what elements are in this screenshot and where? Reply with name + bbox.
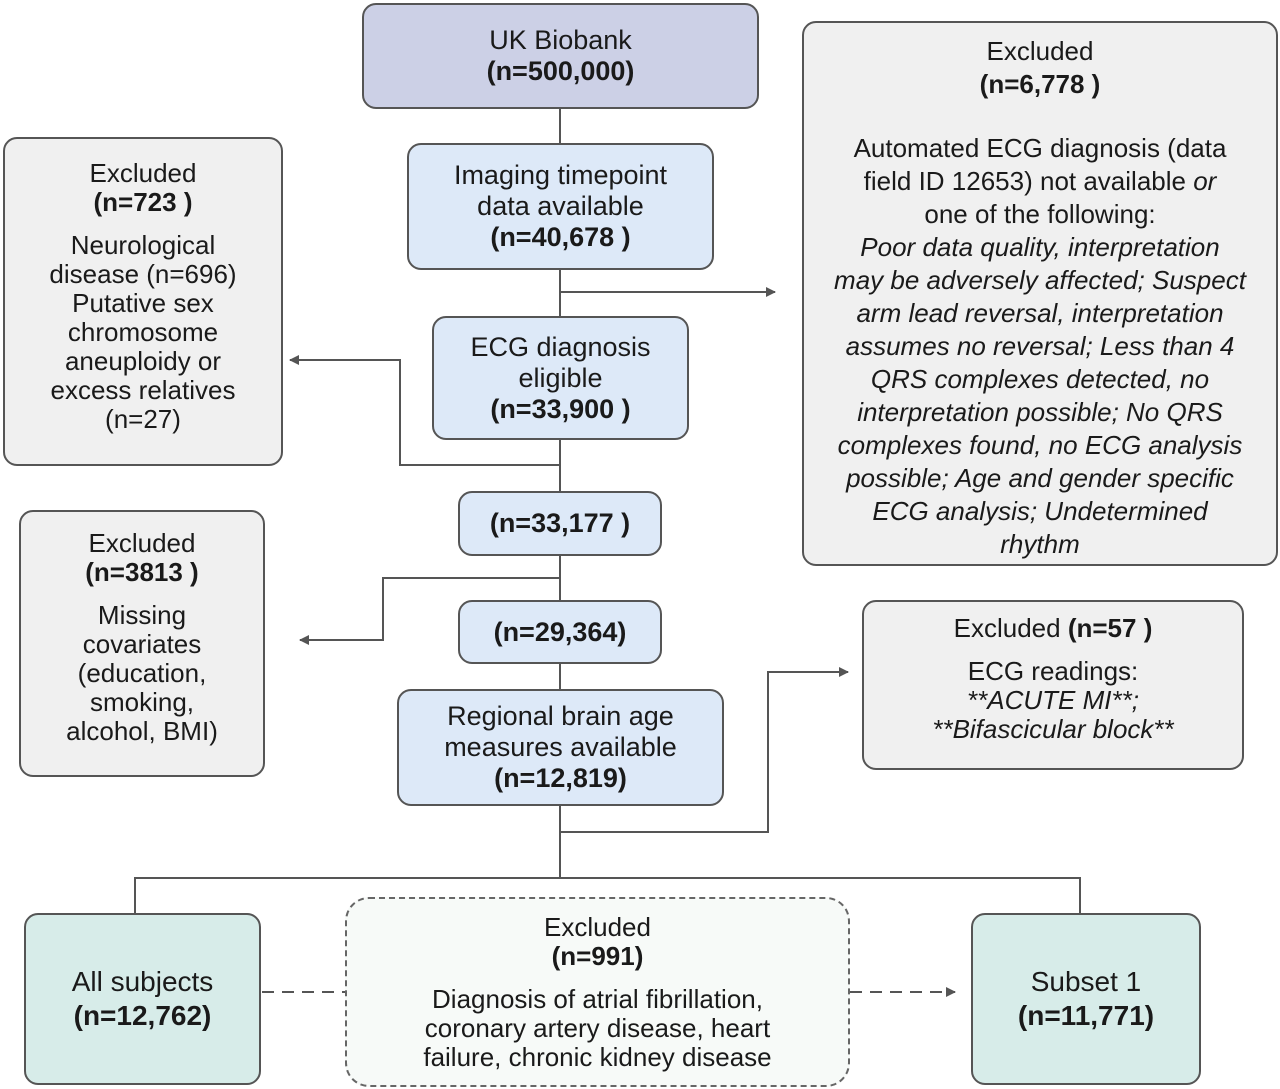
split-line (134, 877, 1081, 915)
excluded-covariates-line-5: alcohol, BMI) (66, 716, 218, 746)
excluded-ecg-reason-10: rhythm (1000, 529, 1080, 559)
excluded-cvd-count: (n=991) (551, 940, 644, 971)
imaging-timepoint-box: Imaging timepoint data available (n=40,6… (407, 143, 714, 270)
subset1-count: (n=11,771) (1017, 1000, 1155, 1031)
excluded-neuro-line-4: chromosome (67, 317, 219, 347)
excluded-covariates-count: (n=3813 ) (85, 557, 199, 587)
excluded-mi-count: (n=57 ) (1067, 613, 1153, 643)
count-29364: (n=29,364) (493, 616, 627, 647)
excluded-mi-header: Excluded (n=57 ) (954, 614, 1153, 643)
excluded-covariates-line-1: Missing (97, 600, 187, 630)
subset1-box: Subset 1 (n=11,771) (971, 913, 1201, 1085)
excluded-covariates-box: Excluded (n=3813 ) Missing covariates (e… (19, 510, 265, 777)
excluded-covariates-line-2: covariates (82, 629, 202, 659)
excluded-mi-title: Excluded (953, 613, 1068, 643)
excluded-neuro-line-7: (n=27) (105, 404, 181, 434)
excluded-mi-reading-2: **Bifascicular block** (932, 714, 1174, 744)
excluded-mi-line-1: ECG readings: (967, 656, 1139, 686)
regional-count: (n=12,819) (494, 763, 627, 793)
excluded-mi-reading-1: **ACUTE MI**; (967, 685, 1139, 715)
ecg-eligible-count: (n=33,900 ) (490, 393, 631, 424)
excluded-ecg-reason-5: QRS complexes detected, no (870, 364, 1210, 394)
all-subjects-count: (n=12,762) (73, 1000, 212, 1031)
excluded-covariates-line-4: smoking, (89, 687, 195, 717)
ecg-eligible-line-1: ECG diagnosis (470, 331, 651, 362)
excluded-ecg-line-2-text: field ID 12653) not available (863, 166, 1194, 196)
imaging-line-1: Imaging timepoint (453, 160, 668, 190)
excluded-ecg-line-2-or: or (1193, 166, 1217, 196)
excluded-ecg-line-2: field ID 12653) not available or (864, 165, 1217, 198)
excluded-cvd-line-3: failure, chronic kidney disease (423, 1041, 772, 1072)
count-33177-box: (n=33,177 ) (458, 491, 662, 556)
ecg-eligible-line-2: eligible (518, 362, 603, 393)
excluded-neuro-box: Excluded (n=723 ) Neurological disease (… (3, 137, 283, 466)
regional-line-2: measures available (444, 732, 677, 762)
excluded-ecg-reason-6: interpretation possible; No QRS (857, 397, 1223, 427)
imaging-count: (n=40,678 ) (490, 222, 631, 252)
excluded-ecg-reason-4: assumes no reversal; Less than 4 (845, 331, 1235, 361)
subset1-title: Subset 1 (1030, 966, 1142, 997)
excluded-neuro-line-5: aneuploidy or (64, 346, 222, 376)
arrow-to-excluded-covariates (299, 577, 560, 645)
ecg-eligible-box: ECG diagnosis eligible (n=33,900 ) (432, 316, 689, 440)
excluded-neuro-title: Excluded (89, 158, 197, 188)
uk-biobank-box: UK Biobank (n=500,000) (362, 3, 759, 109)
uk-biobank-count: (n=500,000) (486, 56, 635, 86)
excluded-neuro-line-3: Putative sex (72, 288, 214, 318)
excluded-neuro-line-2: disease (n=696) (49, 259, 237, 289)
excluded-cvd-title: Excluded (544, 911, 651, 942)
uk-biobank-title: UK Biobank (489, 25, 632, 55)
excluded-cvd-box: Excluded (n=991) Diagnosis of atrial fib… (345, 897, 850, 1087)
excluded-ecg-box: Excluded (n=6,778 ) Automated ECG diagno… (802, 21, 1278, 566)
arrow-to-excluded-mi (560, 667, 849, 833)
excluded-neuro-count: (n=723 ) (93, 187, 193, 217)
excluded-neuro-line-6: excess relatives (50, 375, 236, 405)
excluded-covariates-line-3: (education, (77, 658, 207, 688)
excluded-cvd-line-1: Diagnosis of atrial fibrillation, (432, 983, 763, 1014)
excluded-ecg-reason-3: arm lead reversal, interpretation (856, 298, 1224, 328)
excluded-ecg-line-3: one of the following: (924, 199, 1156, 229)
excluded-mi-box: Excluded (n=57 ) ECG readings: **ACUTE M… (862, 600, 1244, 770)
excluded-ecg-reason-1: Poor data quality, interpretation (860, 232, 1220, 262)
excluded-neuro-line-1: Neurological (70, 230, 216, 260)
count-33177: (n=33,177 ) (489, 508, 631, 538)
excluded-ecg-title: Excluded (986, 36, 1094, 66)
all-subjects-box: All subjects (n=12,762) (24, 913, 261, 1085)
excluded-ecg-reason-2: may be adversely affected; Suspect (834, 265, 1246, 295)
excluded-ecg-count: (n=6,778 ) (979, 69, 1101, 99)
excluded-ecg-reason-7: complexes found, no ECG analysis (837, 430, 1243, 460)
arrow-to-excluded-neuro (289, 355, 560, 466)
excluded-ecg-reason-8: possible; Age and gender specific (846, 463, 1234, 493)
excluded-covariates-title: Excluded (88, 528, 196, 558)
excluded-ecg-line-1: Automated ECG diagnosis (data (853, 133, 1227, 163)
count-29364-box: (n=29,364) (458, 600, 662, 664)
regional-brain-age-box: Regional brain age measures available (n… (397, 689, 724, 806)
imaging-line-2: data available (477, 191, 644, 221)
regional-line-1: Regional brain age (447, 701, 674, 731)
excluded-ecg-reason-9: ECG analysis; Undetermined (872, 496, 1208, 526)
excluded-cvd-line-2: coronary artery disease, heart (424, 1012, 771, 1043)
all-subjects-title: All subjects (71, 966, 214, 997)
